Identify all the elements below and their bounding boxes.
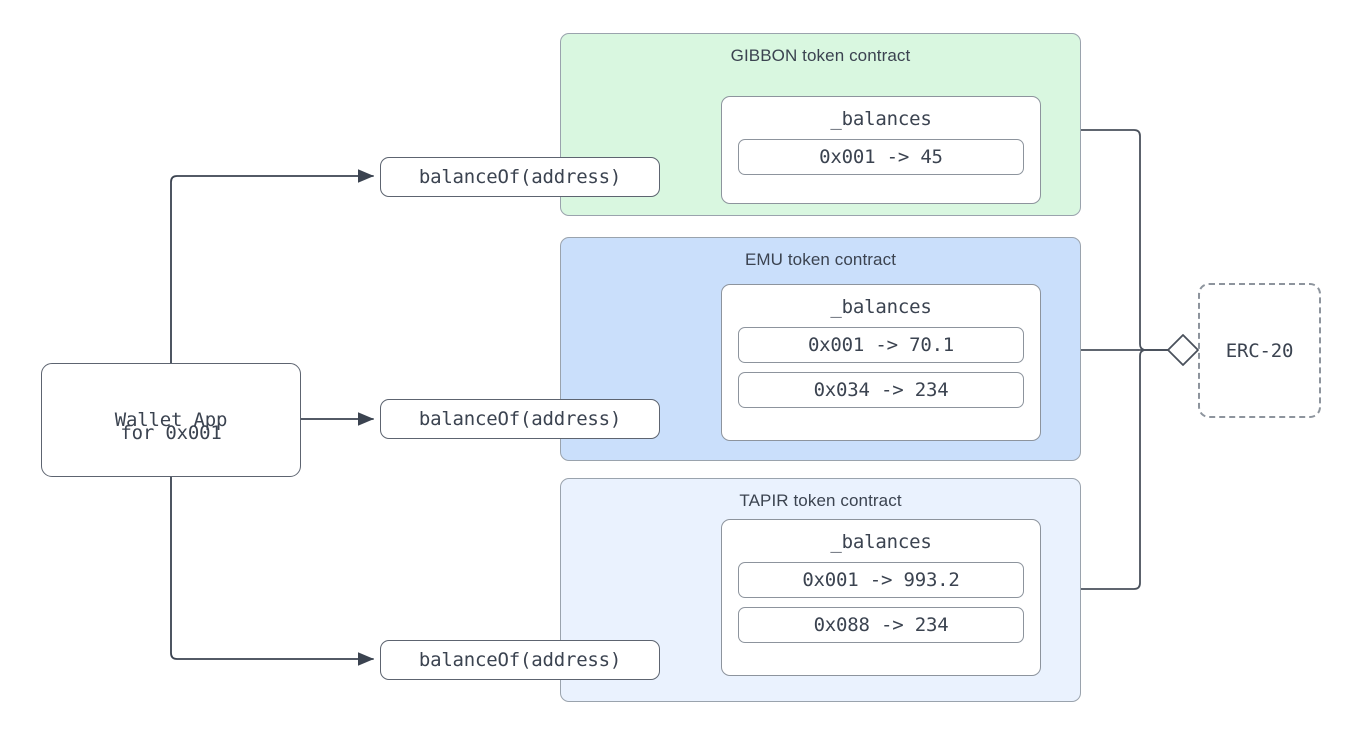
- diamond-connector-icon: [1167, 334, 1199, 366]
- balances-title: _balances: [830, 108, 932, 130]
- balanceof-call-label: balanceOf(address): [418, 166, 622, 188]
- contract-title-emu: EMU token contract: [744, 250, 897, 269]
- contract-emu[interactable]: EMU token contract _balances 0x001 -> 70…: [560, 237, 1081, 461]
- contract-title-tapir: TAPIR token contract: [739, 491, 902, 510]
- wallet-app-node[interactable]: Wallet App: [41, 363, 301, 477]
- erc20-interface-node[interactable]: ERC-20: [1198, 283, 1321, 418]
- balanceof-call-label: balanceOf(address): [418, 408, 622, 430]
- balances-panel-gibbon[interactable]: _balances 0x001 -> 45: [721, 96, 1041, 204]
- balance-entry[interactable]: 0x001 -> 993.2: [738, 562, 1024, 598]
- contract-tapir[interactable]: TAPIR token contract _balances 0x001 -> …: [560, 478, 1081, 702]
- balance-entry[interactable]: 0x001 -> 45: [738, 139, 1024, 175]
- balances-title: _balances: [830, 296, 932, 318]
- balances-title: _balances: [830, 531, 932, 553]
- erc20-interface-label: ERC-20: [1225, 339, 1294, 362]
- balanceof-call-emu[interactable]: balanceOf(address): [380, 399, 660, 439]
- balances-panel-emu[interactable]: _balances 0x001 -> 70.1 0x034 -> 234: [721, 284, 1041, 441]
- balanceof-call-gibbon[interactable]: balanceOf(address): [380, 157, 660, 197]
- balanceof-call-label: balanceOf(address): [418, 649, 622, 671]
- balance-entry[interactable]: 0x088 -> 234: [738, 607, 1024, 643]
- balance-entry[interactable]: 0x034 -> 234: [738, 372, 1024, 408]
- wallet-app-label: Wallet App: [114, 409, 228, 431]
- balance-entry[interactable]: 0x001 -> 70.1: [738, 327, 1024, 363]
- contract-title-gibbon: GIBBON token contract: [730, 46, 911, 65]
- balanceof-call-tapir[interactable]: balanceOf(address): [380, 640, 660, 680]
- balances-panel-tapir[interactable]: _balances 0x001 -> 993.2 0x088 -> 234: [721, 519, 1041, 676]
- wire-contracts-to-interface: [1080, 129, 1169, 590]
